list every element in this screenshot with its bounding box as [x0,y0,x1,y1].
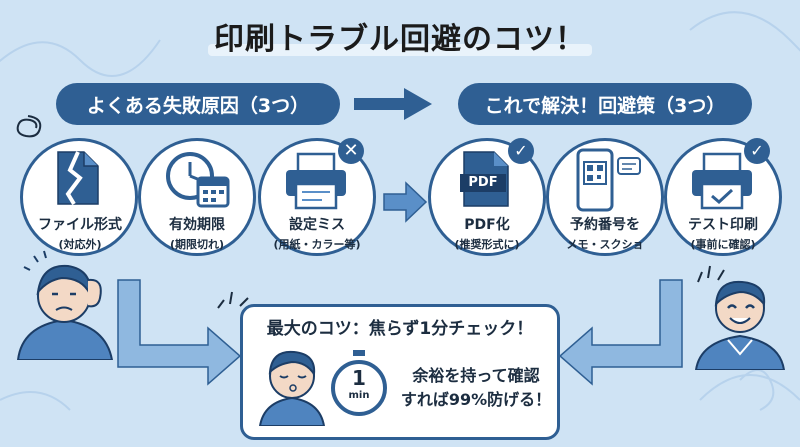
section-arrow [354,88,432,120]
timer-number: 1 [352,366,366,390]
solution-title: 予約番号を [570,217,640,233]
timer-unit: min [348,390,370,401]
middle-arrow [383,181,428,223]
title-area: 印刷トラブル回避のコツ！ [0,14,800,58]
worried-person-illustration [16,250,114,360]
check-icon: ✓ [508,138,534,164]
cause-label-settings: 設定ミス (用紙・カラー等) [252,214,382,252]
cause-subtitle: (対応外) [58,238,102,251]
left-section-header: よくある失敗原因（3つ） [56,83,340,125]
pdf-badge-text: PDF [468,175,498,190]
pdf-file-icon [460,151,509,207]
confusion-scribble-icon [16,115,42,138]
cause-title: 有効期限 [169,217,225,233]
printer-check-icon [692,152,752,210]
solution-title: PDF化 [464,217,510,233]
right-section-header: これで解決！回避策（3つ） [458,83,752,125]
cause-label-file-format: ファイル形式 (対応外) [15,214,145,252]
solution-label-pdf: PDF化 (推奨形式に) [422,214,552,252]
stopwatch-icon [331,350,387,416]
check-icon: ✓ [744,138,770,164]
tip-line-1: 余裕を持って確認 [412,366,540,385]
cause-title: ファイル形式 [38,217,122,233]
cause-subtitle: (期限切れ) [169,238,225,251]
title-underline [208,44,592,56]
broken-file-icon [57,151,99,206]
clock-calendar-icon [166,152,230,208]
cause-title: 設定ミス [289,217,345,233]
solution-title: テスト印刷 [688,217,758,233]
cause-subtitle: (用紙・カラー等) [273,238,361,251]
tip-title: 最大のコツ：焦らず1分チェック！ [266,319,534,339]
error-x-icon: ✕ [338,138,364,164]
relaxed-person-illustration [258,350,326,426]
solution-subtitle: メモ・スクショ [566,238,644,251]
solution-label-test-print: テスト印刷 (事前に確認) [658,214,788,252]
solution-subtitle: (事前に確認) [690,238,756,251]
smartphone-qr-icon [576,148,641,212]
tip-sparkle [217,291,249,309]
printer-error-icon [286,152,346,210]
cause-label-expiry: 有効期限 (期限切れ) [132,214,262,252]
sparkle-lines [697,265,725,283]
tip-line-2: すれば99%防げる！ [400,390,552,409]
happy-person-illustration [694,280,786,370]
solution-subtitle: (推奨形式に) [454,238,520,251]
page-title: 印刷トラブル回避のコツ！ [214,22,586,57]
solution-label-reservation: 予約番号を メモ・スクショ [540,214,670,252]
